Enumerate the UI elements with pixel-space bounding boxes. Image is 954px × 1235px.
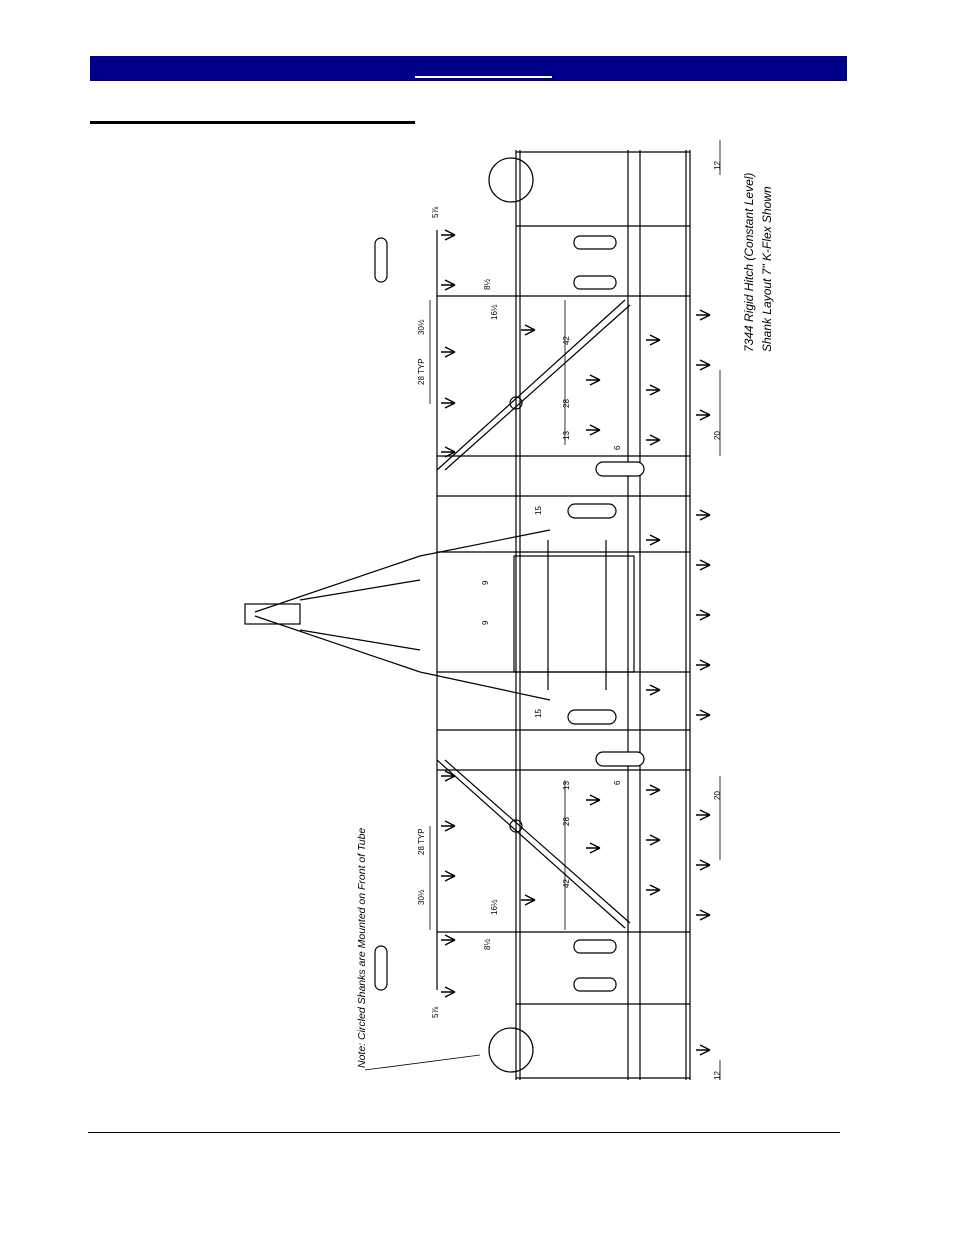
dim-9-top: 9: [481, 580, 490, 585]
dim-9-bot: 9: [481, 620, 490, 625]
dim-8-top: 8½: [483, 279, 492, 290]
dim-6-top: 6: [613, 445, 622, 450]
dim-5-bot: 5⅞: [431, 1007, 440, 1018]
dim-30-top: 30½: [417, 319, 426, 335]
drawing-note: Note: Circled Shanks are Mounted on Fron…: [356, 828, 368, 1068]
dim-20-bot: 20: [713, 791, 722, 800]
dim-28typ-bot: 28 TYP: [417, 828, 426, 855]
dim-15-top: 15: [534, 506, 543, 515]
dim-12-top: 12: [713, 161, 722, 170]
dim-42-top: 42: [562, 336, 571, 345]
drawing-title-line2: Shank Layout 7" K-Flex Shown: [760, 186, 774, 352]
dim-15-bot: 15: [534, 709, 543, 718]
dim-5-top: 5⅞: [431, 207, 440, 218]
dim-13-top: 13: [562, 431, 571, 440]
dim-12-bot: 12: [713, 1071, 722, 1080]
dim-28-bot: 28: [562, 817, 571, 826]
dim-6-bot: 6: [613, 780, 622, 785]
dim-28typ-top: 28 TYP: [417, 358, 426, 385]
dim-30-bot: 30½: [417, 889, 426, 905]
dim-28-top: 28: [562, 399, 571, 408]
frame-lines: [245, 150, 690, 1080]
dimension-lines: [365, 140, 720, 1080]
dim-16-bot: 16½: [490, 899, 499, 915]
dim-13-bot: 13: [562, 781, 571, 790]
dim-42-bot: 42: [562, 879, 571, 888]
dim-8-bot: 8½: [483, 939, 492, 950]
drawing-title-line1: 7344 Rigid Hitch (Constant Level): [742, 173, 756, 352]
dimension-labels: 30½ 28 TYP 5⅞ 8½ 16½ 42 28 13 15 9 6 20 …: [417, 161, 722, 1080]
wheel-assemblies: [375, 236, 644, 991]
dim-16-top: 16½: [490, 304, 499, 320]
dim-20-top: 20: [713, 431, 722, 440]
